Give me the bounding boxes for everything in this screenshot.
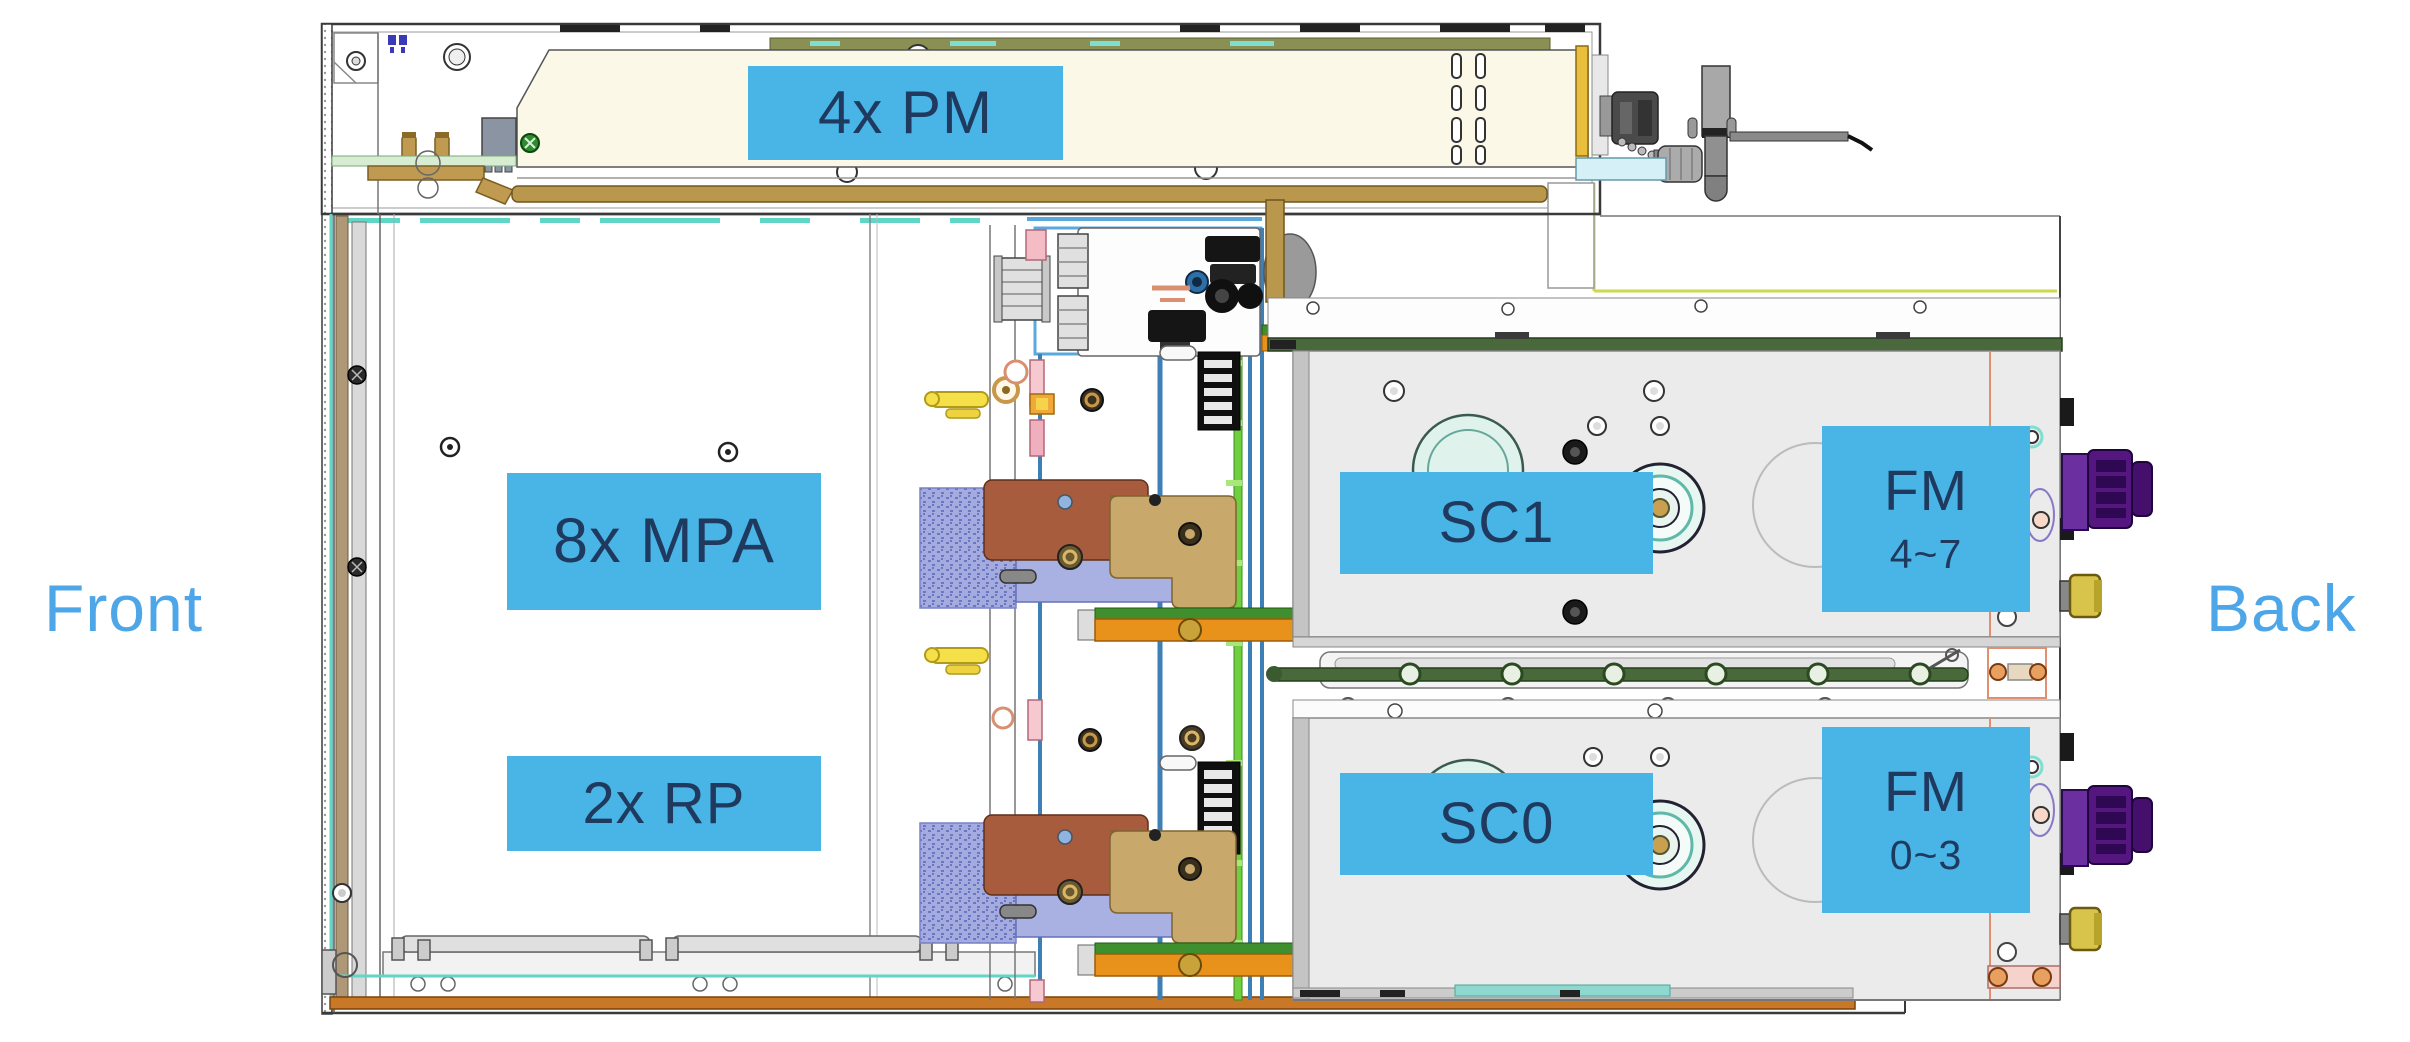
purple-connector-top	[2061, 449, 2153, 531]
back-orientation-label: Back	[2206, 571, 2357, 645]
fm-4-7-callout-label: FM 4~7	[1822, 426, 2030, 612]
mpa-callout-label: 8x MPA	[507, 473, 821, 610]
mpa-callout-text: 8x MPA	[553, 506, 775, 576]
card-slot-top-drawing	[919, 479, 1336, 645]
sc0-callout-label: SC0	[1340, 773, 1653, 875]
pm-callout-text: 4x PM	[817, 79, 994, 146]
rp-callout-text: 2x RP	[582, 770, 746, 836]
fm-0-3-callout-label: FM 0~3	[1822, 727, 2030, 913]
sc1-callout-text: SC1	[1438, 490, 1555, 555]
gold-connector-bottom	[2059, 906, 2102, 952]
fm-0-3-range: 0~3	[1889, 832, 1963, 878]
fm-4-7-title: FM	[1883, 459, 1969, 523]
tray-divider-drawing	[1266, 636, 2061, 715]
rear-connectors-drawing	[2059, 398, 2153, 952]
fm-0-3-title: FM	[1883, 760, 1969, 824]
rp-callout-label: 2x RP	[507, 756, 821, 851]
pm-callout-label: 4x PM	[748, 66, 1063, 160]
purple-connector-bottom	[2061, 785, 2153, 867]
left-bay-drawing	[321, 214, 1856, 1010]
pm-handle-drawing	[1575, 45, 1874, 202]
card-slot-bottom-drawing	[919, 814, 1336, 980]
front-orientation-label: Front	[44, 571, 204, 645]
fm-4-7-range: 4~7	[1889, 531, 1963, 577]
sc1-callout-label: SC1	[1340, 472, 1653, 574]
gold-connector-top	[2059, 573, 2102, 619]
sc0-callout-text: SC0	[1438, 791, 1555, 856]
